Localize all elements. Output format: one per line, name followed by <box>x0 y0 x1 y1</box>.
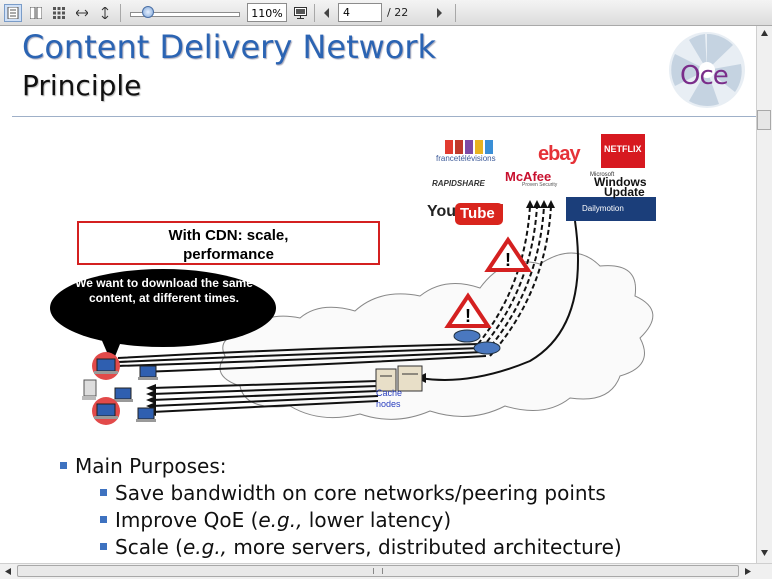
zoom-slider-handle[interactable] <box>142 6 154 18</box>
client-laptop-icon <box>138 365 158 380</box>
svg-text:!: ! <box>465 306 471 326</box>
dailymotion-logo-bg <box>566 197 656 221</box>
title-divider <box>12 116 756 117</box>
bullet-sub-item: Scale (e.g., more servers, distributed a… <box>100 535 622 559</box>
warning-icon: ! <box>444 292 492 328</box>
client-laptop-icon <box>92 352 120 380</box>
bullet-sub-text: Save bandwidth on core networks/peering … <box>115 481 606 505</box>
two-page-icon <box>30 7 42 19</box>
slide-title: Content Delivery Network <box>22 28 437 66</box>
single-page-icon <box>7 7 19 19</box>
triangle-right-icon <box>437 8 442 18</box>
bullet-sub-text: Scale (e.g., more servers, distributed a… <box>115 535 622 559</box>
cdn-callout-box: With CDN: scale, performance <box>77 221 380 265</box>
previous-page-button[interactable] <box>318 4 336 22</box>
bullet-square-icon <box>60 462 67 469</box>
cache-server-icon <box>375 365 423 392</box>
warning-icon: ! <box>484 236 532 272</box>
network-cloud <box>219 252 654 420</box>
mcafee-tagline: Proven Security <box>522 182 558 188</box>
bullet-main: Main Purposes: <box>60 454 227 478</box>
page-total-label: / 22 <box>387 6 409 19</box>
scroll-up-icon[interactable] <box>760 29 769 38</box>
client-request-lines <box>117 343 487 373</box>
toolbar-separator <box>314 4 315 22</box>
origin-dashed-lines <box>477 205 552 357</box>
scroll-down-icon[interactable] <box>760 548 769 557</box>
netflix-logo-bg <box>601 134 645 168</box>
callout-line2: performance <box>183 246 274 263</box>
monitor-icon <box>294 7 307 19</box>
ocean-logo-icon <box>669 32 745 108</box>
slide-page: Content Delivery Network Principle Oce <box>0 26 756 563</box>
cache-to-client-lines <box>151 380 379 413</box>
windows-label: Windows <box>594 175 647 189</box>
router-icon <box>453 329 501 355</box>
triangle-left-icon <box>324 8 329 18</box>
bullet-square-icon <box>100 543 107 550</box>
speech-bubble-text: We want to download the same content, at… <box>75 276 253 305</box>
horizontal-scroll-thumb[interactable] <box>17 565 739 577</box>
two-page-view-button[interactable] <box>27 4 45 22</box>
zoom-level-field[interactable]: 110% <box>247 3 287 22</box>
ebay-label: ebay <box>538 143 581 165</box>
bullet-sub-item: Improve QoE (e.g., lower latency) <box>100 508 451 532</box>
bullet-square-icon <box>100 516 107 523</box>
vertical-scroll-thumb[interactable] <box>757 110 771 130</box>
rapidshare-label: RAPIDSHARE <box>432 179 485 188</box>
youtube-tube-label: Tube <box>460 205 495 222</box>
presentation-mode-button[interactable] <box>291 4 309 22</box>
client-laptop-icon <box>113 387 133 402</box>
client-laptop-icon <box>92 397 120 425</box>
fit-height-icon <box>101 7 109 19</box>
youtube-you-label: You <box>427 203 457 220</box>
france-televisions-logo <box>445 140 493 154</box>
mcafee-label: McAfee <box>505 169 552 184</box>
viewer-toolbar: 110% 4 / 22 <box>0 0 772 26</box>
toolbar-separator <box>120 4 121 22</box>
grid-icon <box>53 7 65 19</box>
client-desktop-icon <box>82 379 97 400</box>
scroll-right-icon[interactable] <box>743 567 752 576</box>
bullet-sub-item: Save bandwidth on core networks/peering … <box>100 481 606 505</box>
page-number-input[interactable]: 4 <box>338 3 382 22</box>
vertical-scrollbar[interactable] <box>756 26 772 563</box>
youtube-tube-bg <box>455 203 503 225</box>
fit-height-button[interactable] <box>96 4 114 22</box>
cache-nodes-label: Cache nodes <box>376 388 402 410</box>
client-laptop-icon <box>136 407 156 422</box>
slide-subtitle: Principle <box>22 69 142 102</box>
cdn-diagram: ! ! <box>50 134 656 425</box>
zoom-slider-track[interactable] <box>130 12 240 17</box>
scroll-left-icon[interactable] <box>4 567 13 576</box>
grip-icon <box>373 568 383 574</box>
logo-text: Oce <box>680 61 729 91</box>
cache-label-line2: nodes <box>376 399 401 409</box>
callout-line1: With CDN: scale, <box>168 227 289 244</box>
toolbar-separator <box>455 4 456 22</box>
bullet-square-icon <box>100 489 107 496</box>
microsoft-label: Microsoft <box>590 172 615 178</box>
fit-width-icon <box>76 9 88 17</box>
speech-bubble <box>50 269 276 364</box>
next-page-button[interactable] <box>430 4 448 22</box>
france-televisions-label: francetélévisions <box>436 154 496 163</box>
dailymotion-label: Dailymotion <box>582 204 624 213</box>
fit-width-button[interactable] <box>73 4 91 22</box>
bullet-sub-text: Improve QoE (e.g., lower latency) <box>115 508 452 532</box>
origin-to-cache-line <box>419 220 579 381</box>
update-label: Update <box>604 185 645 199</box>
bullet-main-text: Main Purposes: <box>75 454 227 478</box>
cache-label-line1: Cache <box>376 388 403 398</box>
grid-view-button[interactable] <box>50 4 68 22</box>
single-page-view-button[interactable] <box>4 4 22 22</box>
netflix-label: NETFLIX <box>604 144 642 154</box>
svg-text:!: ! <box>505 250 511 270</box>
